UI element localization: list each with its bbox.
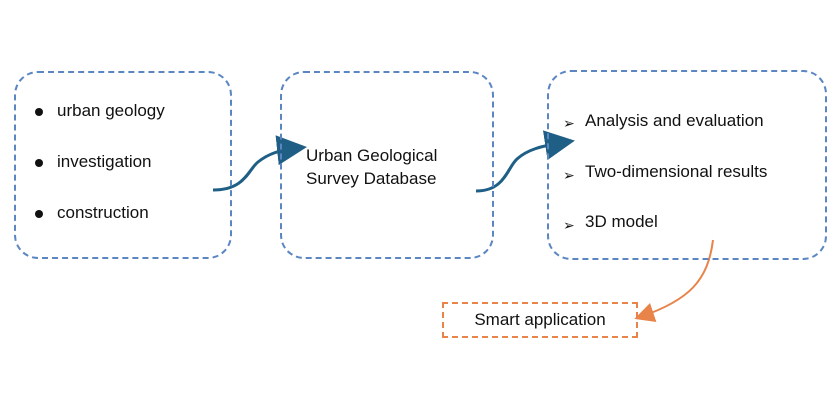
arrow-right-to-output	[634, 239, 714, 322]
database-label: Urban Geological Survey Database	[306, 144, 437, 190]
chevron-right-icon: ➢	[563, 167, 575, 183]
bullet-icon	[35, 108, 43, 116]
database-label-line1: Urban Geological	[306, 146, 438, 165]
result-item-two-dimensional: Two-dimensional results	[585, 162, 768, 181]
input-item-construction: construction	[57, 203, 149, 222]
input-item-urban-geology: urban geology	[57, 101, 165, 120]
input-box	[14, 71, 232, 259]
bullet-icon	[35, 210, 43, 218]
arrow-left-to-middle	[212, 135, 307, 192]
result-item-3d-model: 3D model	[585, 212, 658, 231]
result-item-analysis: Analysis and evaluation	[585, 111, 764, 130]
smart-application-label: Smart application	[474, 310, 606, 329]
results-box	[547, 70, 827, 260]
database-label-line2: Survey Database	[306, 169, 437, 188]
chevron-right-icon: ➢	[563, 217, 575, 233]
database-box	[280, 71, 494, 259]
chevron-right-icon: ➢	[563, 115, 575, 131]
arrow-middle-to-right	[475, 130, 575, 193]
smart-application-box: Smart application	[442, 302, 638, 338]
input-item-investigation: investigation	[57, 152, 152, 171]
bullet-icon	[35, 159, 43, 167]
